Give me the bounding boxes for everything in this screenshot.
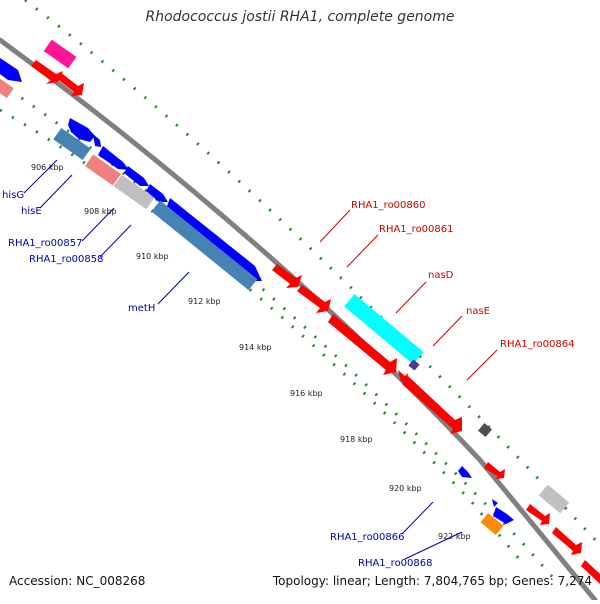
gene-red-1 (31, 60, 63, 84)
leader-line (466, 349, 498, 381)
gene-label[interactable]: RHA1_ro00858 (29, 254, 104, 265)
gene-label[interactable]: RHA1_ro00857 (8, 238, 83, 249)
gene-label[interactable]: RHA1_ro00860 (351, 200, 426, 211)
gene-pale-red-edge (0, 77, 14, 99)
gene-red-3 (272, 264, 302, 288)
gene-navy-small (408, 359, 420, 371)
gene-gray-ro00857 (113, 174, 155, 210)
leader-line (39, 174, 73, 209)
gene-blue-3 (124, 166, 149, 186)
tick-label: 908 kbp (84, 207, 117, 216)
gene-label[interactable]: nasE (466, 306, 490, 317)
gene-blue-hisG (68, 118, 95, 142)
gene-light-gray (538, 484, 570, 514)
gene-label[interactable]: hisE (21, 206, 42, 217)
guide-ring-mid (9, 88, 557, 581)
leader-line (23, 159, 58, 194)
leader-line (404, 531, 463, 560)
gene-red-2 (56, 72, 84, 96)
gene-label[interactable]: RHA1_ro00868 (358, 558, 433, 569)
tick-labels: 906 kbp 908 kbp 910 kbp 912 kbp 914 kbp … (31, 163, 471, 541)
gene-label[interactable]: RHA1_ro00864 (500, 339, 575, 350)
forward-label-text: RHA1_ro00860 RHA1_ro00861 nasD nasE RHA1… (351, 200, 575, 350)
tick-label: 922 kbp (438, 532, 471, 541)
gene-red-nasE (328, 314, 397, 375)
gene-dark-gray (477, 422, 493, 438)
leader-line (81, 207, 115, 242)
gene-label[interactable]: metH (128, 303, 155, 314)
gene-magenta (43, 39, 77, 69)
genome-summary-text: Topology: linear; Length: 7,804,765 bp; … (272, 574, 592, 588)
gene-label[interactable]: hisG (2, 190, 24, 201)
gene-red-5 (484, 462, 505, 479)
gene-red-7 (552, 527, 582, 555)
tick-label: 912 kbp (188, 297, 221, 306)
gene-blue-2 (98, 146, 129, 170)
gene-blue-4 (146, 184, 168, 202)
reverse-genes (0, 58, 514, 536)
reverse-labels (23, 159, 463, 560)
gene-label[interactable]: RHA1_ro00861 (379, 224, 454, 235)
leader-line (395, 281, 427, 314)
leader-line (157, 271, 190, 305)
gene-red-8 (581, 560, 600, 584)
leader-line (432, 315, 463, 347)
tick-label: 916 kbp (290, 389, 323, 398)
gene-steel-blue-1 (53, 127, 91, 161)
gene-label[interactable]: RHA1_ro00866 (330, 532, 405, 543)
gene-cyan-nasD (344, 294, 424, 365)
guide-ring-inner (0, 108, 522, 561)
gene-label[interactable]: nasD (428, 270, 454, 281)
gene-blue-small (93, 134, 101, 147)
gene-blue-6 (493, 507, 514, 524)
gene-orange-ro00868 (480, 512, 504, 536)
gene-blue-ro00866 (458, 466, 472, 478)
gene-red-ro00864 (402, 376, 462, 434)
gene-steel-blue-ro00858 (151, 200, 258, 291)
leader-line (401, 501, 434, 535)
guide-rings (0, 0, 600, 581)
map-title: Rhodococcus jostii RHA1, complete genome (145, 9, 455, 25)
leader-line (99, 224, 132, 258)
gene-pale-red-hisE (85, 154, 121, 186)
tick-label: 910 kbp (136, 252, 169, 261)
gene-red-6 (526, 504, 550, 525)
guide-ring-outer (24, 0, 600, 547)
tick-label: 920 kbp (389, 484, 422, 493)
accession-text: Accession: NC_008268 (9, 574, 146, 588)
reverse-label-text: hisG hisE RHA1_ro00857 RHA1_ro00858 metH… (2, 190, 433, 569)
gene-blue-metH (164, 198, 262, 281)
forward-labels (319, 209, 498, 381)
gene-blue-edge (0, 58, 22, 82)
leader-line (319, 209, 351, 243)
tick-label: 914 kbp (239, 343, 272, 352)
gene-blue-5 (492, 499, 498, 507)
forward-genes (31, 39, 600, 584)
gene-red-small (398, 370, 408, 382)
tick-label: 918 kbp (340, 435, 373, 444)
tick-label: 906 kbp (31, 163, 64, 172)
leader-line (346, 234, 379, 268)
gene-red-4 (297, 285, 331, 313)
